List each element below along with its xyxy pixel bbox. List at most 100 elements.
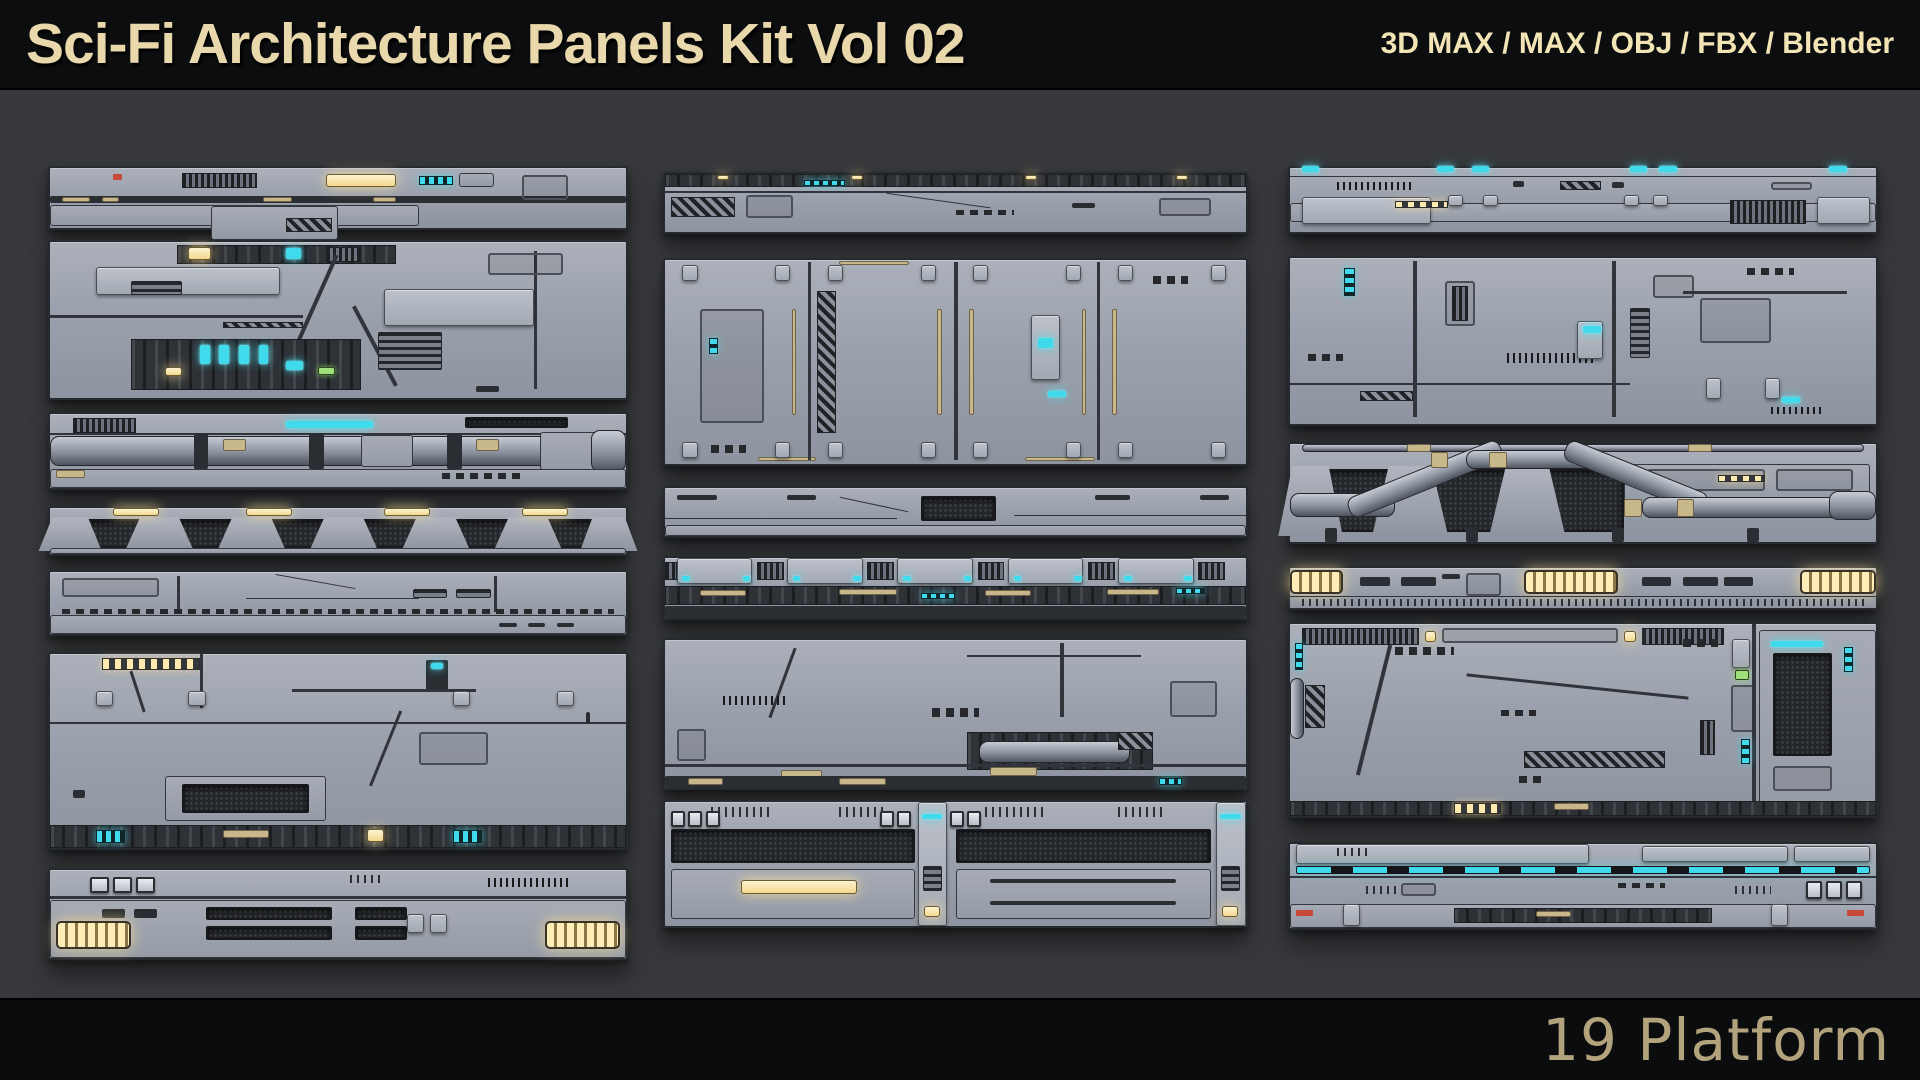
warmdots-detail <box>1717 475 1765 483</box>
tan-detail <box>1676 498 1695 518</box>
dash-detail <box>932 708 979 717</box>
dash-detail <box>1618 882 1666 888</box>
barcode-detail <box>1336 182 1414 191</box>
raised-detail <box>827 441 843 458</box>
btn-detail <box>670 810 685 827</box>
dash-detail <box>1153 276 1188 285</box>
tan-detail <box>839 589 898 595</box>
inset-detail <box>1776 469 1853 492</box>
raised-detail <box>1065 441 1081 458</box>
inset-detail <box>1700 297 1771 343</box>
line-detail <box>1355 644 1392 777</box>
btn-detail <box>967 810 982 827</box>
red-detail <box>113 174 122 180</box>
cyan-detail <box>1471 166 1490 172</box>
tan-detail <box>1489 451 1507 469</box>
line-detail <box>50 433 626 436</box>
inset-detail <box>1158 198 1212 216</box>
btn-detail <box>113 877 132 893</box>
raised-detail <box>1215 802 1246 926</box>
dash-detail <box>1395 647 1455 655</box>
hslats-detail <box>130 281 183 296</box>
warm-detail <box>384 508 431 517</box>
raised-detail <box>1817 197 1871 225</box>
raised-detail <box>972 441 989 458</box>
tan-detail <box>699 590 747 596</box>
dash-detail <box>955 209 1014 216</box>
panel-platform-lit <box>48 868 628 960</box>
warm-detail <box>113 508 160 517</box>
tan-detail <box>1553 802 1589 811</box>
dark-detail <box>1612 528 1625 542</box>
dark-detail <box>585 712 591 724</box>
tan-detail <box>1025 456 1095 461</box>
line-detail <box>129 670 147 712</box>
tan-detail <box>1106 589 1159 595</box>
cyan-detail <box>903 576 911 582</box>
raised-detail <box>917 802 947 926</box>
raised-detail <box>682 265 698 282</box>
cyanv-detail <box>709 337 718 354</box>
raised-detail <box>430 914 448 934</box>
line-detail <box>954 262 958 460</box>
raised-detail <box>1448 194 1463 207</box>
hslats-detail <box>922 866 942 892</box>
line-detail <box>1290 382 1630 386</box>
vent-detail <box>1700 720 1715 755</box>
cyan-detail <box>286 248 301 260</box>
warmdots-detail <box>101 657 200 670</box>
tan-detail <box>839 261 910 266</box>
ticks-detail <box>1118 806 1165 817</box>
mesh-detail <box>1773 652 1833 757</box>
cyan-detail <box>1583 326 1601 333</box>
warm-detail <box>188 247 212 260</box>
tan-detail <box>1688 444 1712 452</box>
hatch-detail <box>222 321 304 328</box>
tan-detail <box>1624 498 1642 518</box>
cyan-detail <box>258 344 269 364</box>
cyanv-detail <box>1294 643 1303 671</box>
btn-detail <box>897 810 912 827</box>
cyan-detail <box>1659 166 1677 172</box>
inset-detail <box>1770 182 1812 191</box>
ticks-detail <box>349 875 385 884</box>
cyan-detail <box>742 576 751 582</box>
red-detail <box>1295 909 1314 917</box>
btn-detail <box>949 810 964 827</box>
line-detail <box>1290 175 1876 178</box>
barcode-detail <box>1770 407 1824 415</box>
line-detail <box>665 764 1246 768</box>
hatch-detail <box>1360 390 1414 401</box>
vent-detail <box>73 418 137 434</box>
cyan-detail <box>238 344 249 364</box>
dash-detail <box>711 444 747 453</box>
cyan-detail <box>286 420 373 429</box>
ticks-detail <box>1366 886 1402 895</box>
cyanv-detail <box>1741 739 1750 765</box>
warmseg-detail <box>545 921 621 950</box>
cyan-detail <box>922 814 943 820</box>
raised-detail <box>1624 194 1639 207</box>
kit-title: Sci-Fi Architecture Panels Kit Vol 02 <box>26 12 966 76</box>
dark-detail <box>1641 576 1671 586</box>
dark-detail <box>1512 180 1525 187</box>
warm-detail <box>850 175 863 181</box>
header-bar: Sci-Fi Architecture Panels Kit Vol 02 3D… <box>0 0 1920 90</box>
line-detail <box>1466 673 1689 700</box>
hatch-detail <box>1118 731 1154 750</box>
inset-detail <box>522 175 569 201</box>
red-detail <box>1846 909 1865 917</box>
dark-detail <box>1094 494 1130 500</box>
panel-walkway-rail <box>48 570 628 636</box>
inset-detail <box>746 194 793 219</box>
hslats-detail <box>1221 866 1241 892</box>
hslats-detail <box>456 589 491 599</box>
dark-detail <box>1071 203 1095 209</box>
pipe-detail <box>591 430 626 472</box>
vent-detail <box>665 561 677 580</box>
dark-detail <box>1682 576 1718 586</box>
raised-detail <box>1211 265 1227 282</box>
plate-detail <box>50 548 626 554</box>
footer-bar: 19 Platform <box>0 998 1920 1080</box>
dark-detail <box>1442 573 1460 580</box>
